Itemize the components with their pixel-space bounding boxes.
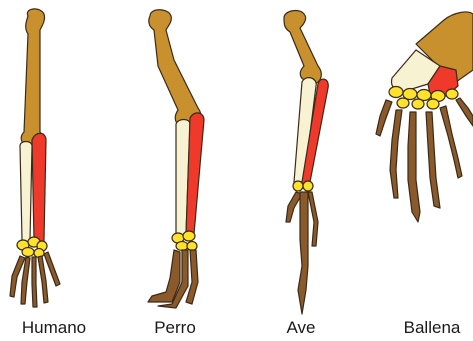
dog-humerus-bone [149, 10, 201, 126]
human-arm [10, 9, 60, 307]
dog-carpal-bones [172, 231, 197, 251]
bird-humerus-bone [284, 11, 321, 85]
human-ulna-bone [20, 142, 32, 245]
whale-carpal-bones [389, 87, 458, 110]
bird-digit-bones [286, 192, 318, 314]
human-hand-bones [10, 252, 60, 307]
whale-flipper [376, 12, 473, 222]
label-human: Humano [8, 318, 100, 338]
human-humerus-bone [21, 9, 44, 146]
label-whale: Ballena [391, 318, 473, 338]
label-dog: Perro [142, 318, 208, 338]
bird-wing [284, 11, 328, 314]
dog-leg [148, 10, 204, 308]
whale-finger-bones [376, 98, 473, 222]
dog-paw-bones [148, 250, 198, 308]
label-bird: Ave [277, 318, 325, 338]
human-radius-bone [32, 133, 46, 244]
